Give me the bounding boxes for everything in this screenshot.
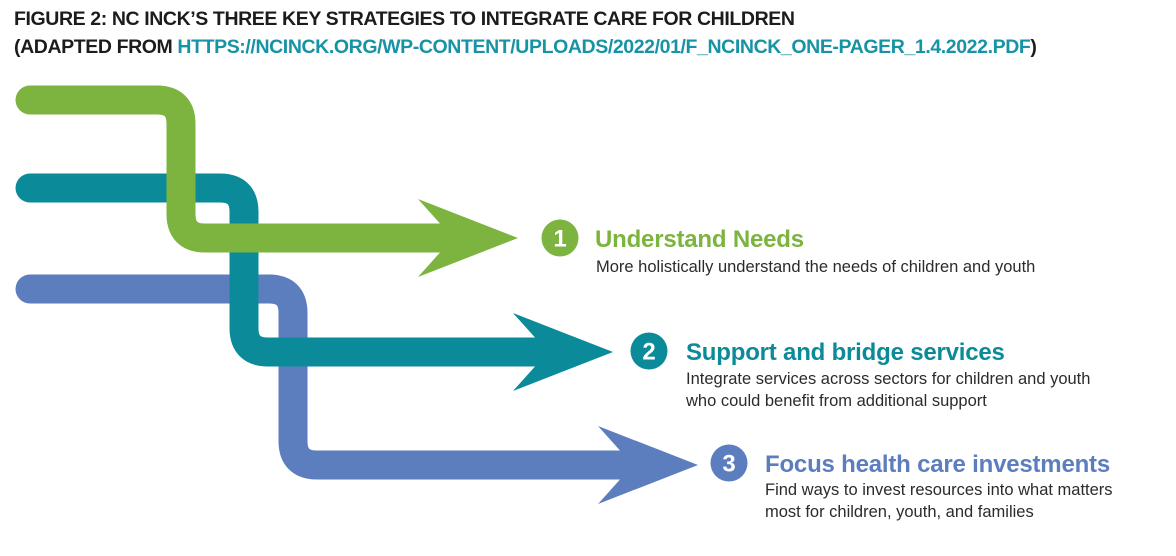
source-url-link[interactable]: HTTPS://NCINCK.ORG/WP-CONTENT/UPLOADS/20… xyxy=(177,36,1031,58)
strategy-3-badge xyxy=(710,444,748,482)
teal-arrowhead-icon xyxy=(513,313,613,391)
figure-title-line2: (ADAPTED FROM HTTPS://NCINCK.ORG/WP-CONT… xyxy=(14,33,1037,61)
strategy-1-description: More holistically understand the needs o… xyxy=(596,256,1035,278)
strategy-1-heading: Understand Needs xyxy=(595,226,804,253)
strategy-3-heading: Focus health care investments xyxy=(765,451,1110,478)
adapted-from-text: (ADAPTED FROM xyxy=(14,36,178,58)
strategy-2-heading: Support and bridge services xyxy=(686,339,1005,366)
strategy-1-badge xyxy=(541,219,579,257)
teal-arrow-pipe xyxy=(15,173,582,367)
closing-paren: ) xyxy=(1030,36,1037,58)
blue-arrow-pipe xyxy=(15,274,667,480)
blue-arrowhead-icon xyxy=(598,426,698,504)
green-arrowhead-icon xyxy=(418,199,518,277)
green-arrow-pipe xyxy=(15,85,487,253)
strategy-2-description-line1: Integrate services across sectors for ch… xyxy=(686,370,1091,388)
figure-title-line1: FIGURE 2: NC INCK’S THREE KEY STRATEGIES… xyxy=(14,8,795,30)
strategy-3-description: Find ways to invest resources into what … xyxy=(765,479,1113,523)
strategy-1-description-line1: More holistically understand the needs o… xyxy=(596,258,1036,276)
strategy-1-number: 1 xyxy=(553,226,566,253)
strategy-3-description-line2: most for children, youth, and families xyxy=(765,503,1034,521)
strategy-2-description: Integrate services across sectors for ch… xyxy=(686,368,1090,412)
figure-title: FIGURE 2: NC INCK’S THREE KEY STRATEGIES… xyxy=(14,5,1037,61)
strategy-2-number: 2 xyxy=(642,339,655,366)
strategy-3-description-line1: Find ways to invest resources into what … xyxy=(765,481,1113,499)
strategy-2-description-line2: who could benefit from additional suppor… xyxy=(686,392,987,410)
strategy-2-badge xyxy=(630,332,668,370)
strategy-3-number: 3 xyxy=(722,451,735,478)
